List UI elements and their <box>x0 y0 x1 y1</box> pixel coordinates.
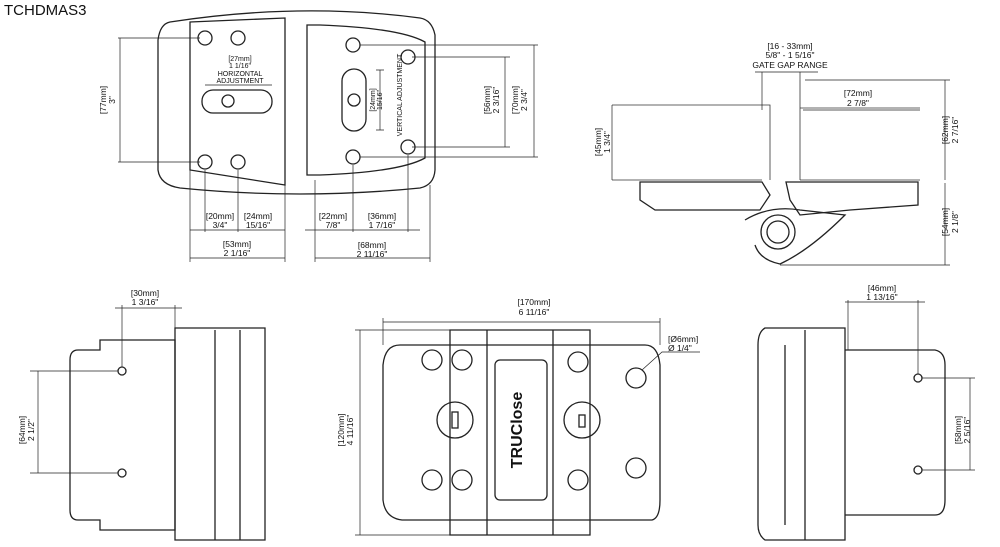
dim-height-in: 3" <box>107 96 117 104</box>
dim-horiz-mm: [27mm] <box>228 56 251 63</box>
dim-72in: 2 7/8" <box>847 98 869 108</box>
dim-22in: 7/8" <box>326 220 341 230</box>
dim-62in: 2 7/16" <box>950 117 960 144</box>
dim-30mm: [30mm] <box>131 288 159 298</box>
dim-45mm: [45mm] <box>593 128 603 156</box>
dim-53in: 2 1/16" <box>224 248 251 258</box>
dim-70in: 2 3/4" <box>519 89 529 111</box>
dim-64mm: [64mm] <box>17 416 27 444</box>
top-view: [77mm] 3" [27mm] 1 1/16" HORIZONTAL ADJU… <box>98 10 538 262</box>
dim-gap-mm: [16 - 33mm] <box>767 41 812 51</box>
dim-vert-mm: [24mm] <box>370 88 377 111</box>
dim-height-mm: [77mm] <box>98 86 108 114</box>
dim-30in: 1 3/16" <box>132 297 159 307</box>
dim-58in: 2 5/16" <box>962 417 972 444</box>
left-view: [30mm] 1 3/16" [64mm] 2 1/2" <box>17 288 266 541</box>
dim-hole-mm: [Ø6mm] <box>668 334 698 344</box>
dim-70mm: [70mm] <box>510 86 520 114</box>
dim-64in: 2 1/2" <box>26 419 36 441</box>
truclose-logo: TRUClose <box>509 392 526 469</box>
dim-68in: 2 11/16" <box>357 249 388 259</box>
dim-46mm: [46mm] <box>868 283 896 293</box>
right-view: [46mm] 1 13/16" [58mm] 2 5/16" <box>757 283 975 541</box>
dim-gap-in: 5/8" - 1 5/16" <box>765 50 814 60</box>
dim-58mm: [58mm] <box>953 416 963 444</box>
side-view: [16 - 33mm] 5/8" - 1 5/16" GATE GAP RANG… <box>593 41 960 266</box>
dim-72mm: [72mm] <box>844 88 872 98</box>
front-view: TRUClose [170mm] 6 11/16" [120mm] 4 11/1… <box>336 297 700 536</box>
dim-68mm: [68mm] <box>358 240 386 250</box>
dim-170mm: [170mm] <box>517 297 550 307</box>
dim-120mm: [120mm] <box>336 413 346 446</box>
dim-20mm: [20mm] <box>206 211 234 221</box>
dim-36in: 1 7/16" <box>369 220 396 230</box>
dim-vert-in: 15/16" <box>377 89 384 110</box>
dim-36mm: [36mm] <box>368 211 396 221</box>
dim-45in: 1 3/4" <box>602 131 612 153</box>
dim-62mm: [62mm] <box>940 116 950 144</box>
gate-gap-label: GATE GAP RANGE <box>752 60 828 70</box>
dim-53mm: [53mm] <box>223 239 251 249</box>
dim-horiz-in: 1 1/16" <box>229 63 251 70</box>
dim-24mm: [24mm] <box>244 211 272 221</box>
dim-56in: 2 3/16" <box>491 87 501 114</box>
dim-54in: 2 1/8" <box>950 211 960 233</box>
dim-22mm: [22mm] <box>319 211 347 221</box>
dim-24in: 15/16" <box>246 220 270 230</box>
dim-170in: 6 11/16" <box>519 307 550 317</box>
dim-54mm: [54mm] <box>940 208 950 236</box>
dim-56mm: [56mm] <box>482 86 492 114</box>
product-code-title: TCHDMAS3 <box>4 2 87 19</box>
vertical-adjustment-label: VERTICAL ADJUSTMENT <box>397 53 404 136</box>
dim-20in: 3/4" <box>213 220 228 230</box>
adjustment-label: ADJUSTMENT <box>216 78 264 85</box>
dim-46in: 1 13/16" <box>866 292 897 302</box>
dim-120in: 4 11/16" <box>345 415 355 446</box>
horizontal-label: HORIZONTAL <box>218 71 263 78</box>
dim-hole-in: Ø 1/4" <box>668 343 692 353</box>
